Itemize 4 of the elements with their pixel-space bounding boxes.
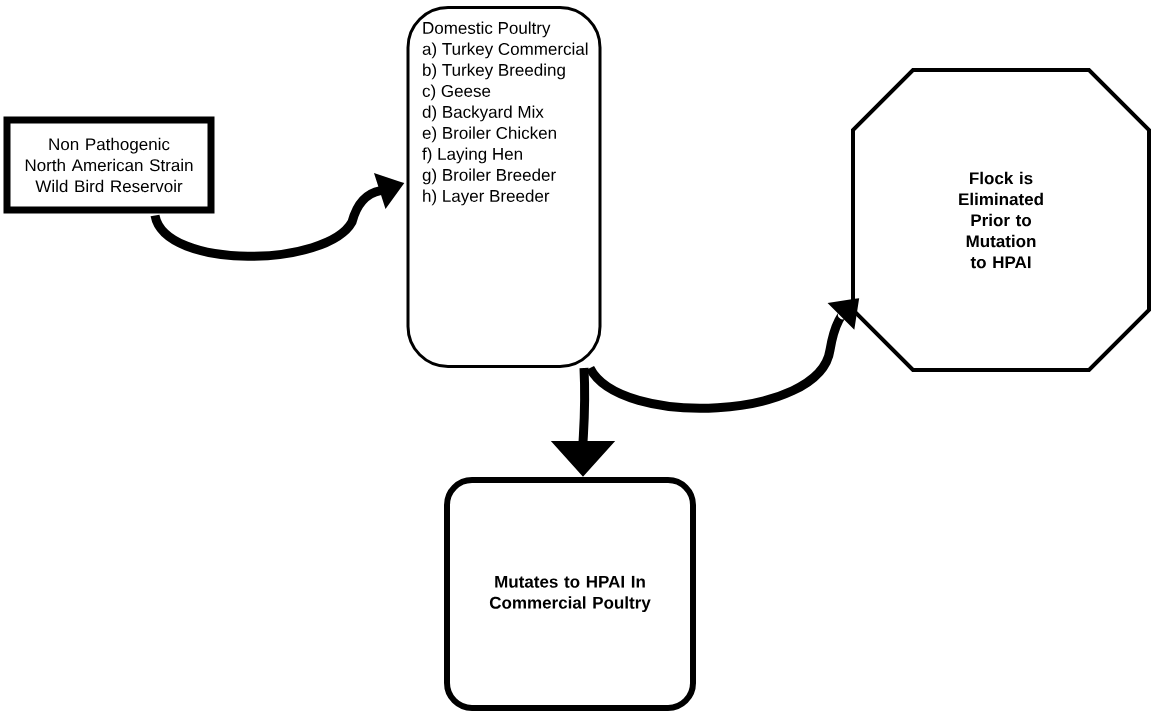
source-box: Non Pathogenic North American Strain Wild Bird Reservoir [3,116,215,214]
stop-octagon: Flock is Eliminated Prior to Mutation to HPAI [851,68,1151,372]
outcome-box: Mutates to HPAI In Commercial Poultry [444,477,696,711]
list-box: Domestic Poultry a) Turkey Commercial b) Turkey Breeding c) Geese d) Backyard Mix e) Broiler Chicken f) Laying Hen g) Broiler Breeder h) Layer Breeder [406,6,602,368]
